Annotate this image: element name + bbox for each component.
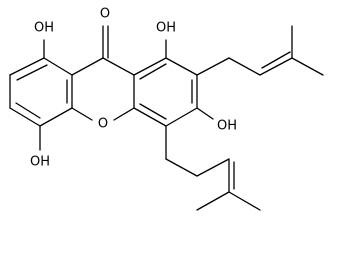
lower-prenyl-chain: [165, 125, 261, 211]
carbonyl-oxygen-label: O: [100, 7, 110, 22]
hydroxyl-bottom-left-label: OH: [30, 155, 50, 170]
right-benzene-ring: [133, 57, 198, 127]
hydroxyl-right-label: OH: [217, 119, 237, 134]
ring-oxygen-label: O: [98, 117, 108, 132]
hydroxyl-top-left-label: OH: [34, 21, 54, 36]
central-pyranone-ring: [71, 25, 135, 121]
left-benzene-ring: [9, 39, 73, 127]
hydroxyl-bonds: [39, 39, 214, 151]
upper-prenyl-chain: [196, 25, 324, 76]
hydroxyl-top-right-label: OH: [156, 21, 176, 36]
